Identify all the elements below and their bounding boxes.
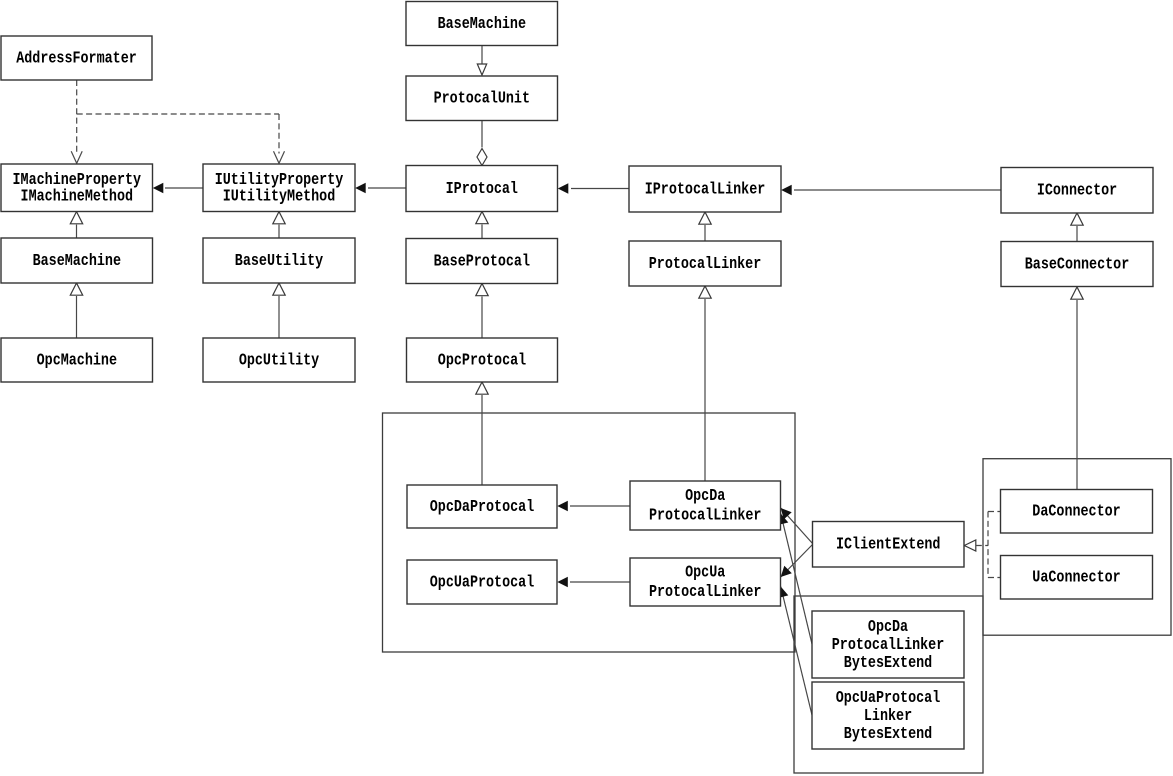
svg-text:OpcMachine: OpcMachine <box>37 350 117 370</box>
svg-text:BaseProtocal: BaseProtocal <box>434 251 530 271</box>
svg-text:BaseUtility: BaseUtility <box>235 251 323 271</box>
svg-text:ProtocalUnit: ProtocalUnit <box>434 88 530 108</box>
svg-text:BaseMachine: BaseMachine <box>33 251 121 271</box>
svg-text:BytesExtend: BytesExtend <box>844 653 932 673</box>
svg-text:OpcUaProtocal: OpcUaProtocal <box>836 688 940 708</box>
svg-text:AddressFormater: AddressFormater <box>16 48 137 68</box>
svg-text:OpcDaProtocal: OpcDaProtocal <box>430 497 534 517</box>
svg-text:IMachineProperty: IMachineProperty <box>13 170 142 190</box>
svg-text:BytesExtend: BytesExtend <box>844 724 932 744</box>
svg-text:BaseConnector: BaseConnector <box>1025 254 1129 274</box>
svg-text:OpcUaProtocal: OpcUaProtocal <box>430 572 534 592</box>
svg-text:OpcProtocal: OpcProtocal <box>438 350 526 370</box>
svg-text:BaseMachine: BaseMachine <box>438 14 526 34</box>
svg-text:ProtocalLinker: ProtocalLinker <box>649 582 762 602</box>
svg-text:ProtocalLinker: ProtocalLinker <box>649 505 762 525</box>
svg-text:OpcUa: OpcUa <box>685 562 725 582</box>
svg-text:OpcDa: OpcDa <box>868 617 908 637</box>
svg-text:IConnector: IConnector <box>1037 180 1117 200</box>
svg-text:IProtocal: IProtocal <box>446 179 518 199</box>
svg-text:OpcUtility: OpcUtility <box>239 350 319 370</box>
svg-text:OpcDa: OpcDa <box>685 486 725 506</box>
svg-text:IProtocalLinker: IProtocalLinker <box>645 179 766 199</box>
svg-text:IMachineMethod: IMachineMethod <box>21 186 134 206</box>
svg-text:Linker: Linker <box>864 706 912 726</box>
svg-text:IUtilityMethod: IUtilityMethod <box>223 186 336 206</box>
svg-text:ProtocalLinker: ProtocalLinker <box>832 635 945 655</box>
svg-text:DaConnector: DaConnector <box>1032 501 1120 521</box>
svg-text:UaConnector: UaConnector <box>1032 567 1120 587</box>
svg-text:IClientExtend: IClientExtend <box>836 534 940 554</box>
svg-text:IUtilityProperty: IUtilityProperty <box>215 170 344 190</box>
svg-text:ProtocalLinker: ProtocalLinker <box>649 254 762 274</box>
